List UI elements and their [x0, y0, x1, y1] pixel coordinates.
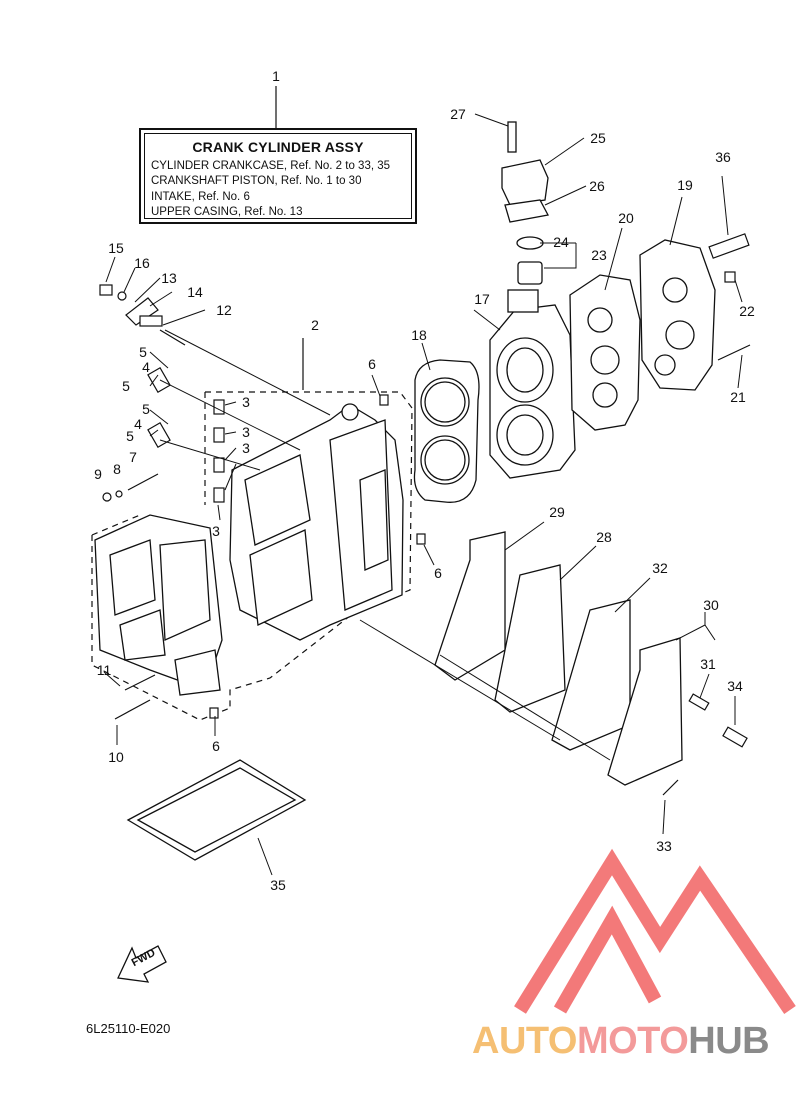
watermark-logo-icon	[514, 848, 796, 1014]
callout-22: 22	[739, 303, 755, 319]
callout-6: 6	[434, 565, 442, 581]
assembly-line: CYLINDER CRANKCASE, Ref. No. 2 to 33, 35	[151, 160, 391, 172]
callout-30: 30	[703, 597, 719, 613]
callout-8: 8	[113, 461, 121, 477]
callout-7: 7	[129, 449, 137, 465]
brand-part-hub: HUB	[688, 1020, 770, 1062]
callout-3: 3	[212, 523, 220, 539]
callout-4: 4	[142, 359, 150, 375]
callout-5: 5	[122, 378, 130, 394]
callout-16: 16	[134, 255, 150, 271]
brand-part-moto: MOTO	[576, 1020, 689, 1062]
callout-10: 10	[108, 749, 124, 765]
callout-3: 3	[242, 440, 250, 456]
callout-36: 36	[715, 149, 731, 165]
cylinder-crankcase-drawing	[229, 403, 404, 641]
document-code: 6L25110-E020	[86, 1021, 171, 1036]
callout-1: 1	[272, 68, 280, 84]
head-gasket-drawing	[413, 359, 480, 503]
assembly-title: CRANK CYLINDER ASSY	[192, 139, 364, 155]
thermostat-parts-drawing	[501, 121, 549, 285]
callout-5: 5	[139, 344, 147, 360]
callout-19: 19	[677, 177, 693, 193]
callout-32: 32	[652, 560, 668, 576]
callout-15: 15	[108, 240, 124, 256]
callout-28: 28	[596, 529, 612, 545]
callout-21: 21	[730, 389, 746, 405]
callout-17: 17	[474, 291, 490, 307]
cylinder-head-drawing	[489, 289, 576, 479]
callout-27: 27	[450, 106, 466, 122]
head-cover-drawing	[569, 274, 641, 431]
callout-5: 5	[142, 401, 150, 417]
assembly-line: UPPER CASING, Ref. No. 13	[151, 206, 303, 218]
assembly-line: CRANKSHAFT PISTON, Ref. No. 1 to 30	[151, 175, 362, 187]
callout-34: 34	[727, 678, 743, 694]
callout-35: 35	[270, 877, 286, 893]
callout-13: 13	[161, 270, 177, 286]
callout-29: 29	[549, 504, 565, 520]
callout-33: 33	[656, 838, 672, 854]
assembly-info-box: CRANK CYLINDER ASSY CYLINDER CRANKCASE, …	[139, 128, 417, 224]
callout-31: 31	[700, 656, 716, 672]
intake-manifold-drawing	[94, 514, 223, 696]
callout-3: 3	[242, 394, 250, 410]
callout-9: 9	[94, 466, 102, 482]
watermark-brand: AUTOMOTOHUB	[472, 1020, 770, 1063]
callout-3: 3	[242, 424, 250, 440]
callout-23: 23	[591, 247, 607, 263]
callout-25: 25	[590, 130, 606, 146]
callout-20: 20	[618, 210, 634, 226]
callout-4: 4	[134, 416, 142, 432]
callout-24: 24	[553, 234, 569, 250]
callout-6: 6	[368, 356, 376, 372]
brand-part-auto: AUTO	[472, 1020, 577, 1062]
water-cover-drawing	[639, 239, 716, 391]
callout-12: 12	[216, 302, 232, 318]
fwd-arrow-icon	[117, 945, 167, 983]
callout-26: 26	[589, 178, 605, 194]
callout-6: 6	[212, 738, 220, 754]
bottom-gasket-drawing	[126, 759, 307, 861]
exhaust-plates-drawing	[434, 531, 683, 786]
callout-11: 11	[96, 662, 112, 678]
callout-18: 18	[411, 327, 427, 343]
callout-2: 2	[311, 317, 319, 333]
callout-14: 14	[187, 284, 203, 300]
assembly-line: INTAKE, Ref. No. 6	[151, 191, 250, 203]
callout-5: 5	[126, 428, 134, 444]
